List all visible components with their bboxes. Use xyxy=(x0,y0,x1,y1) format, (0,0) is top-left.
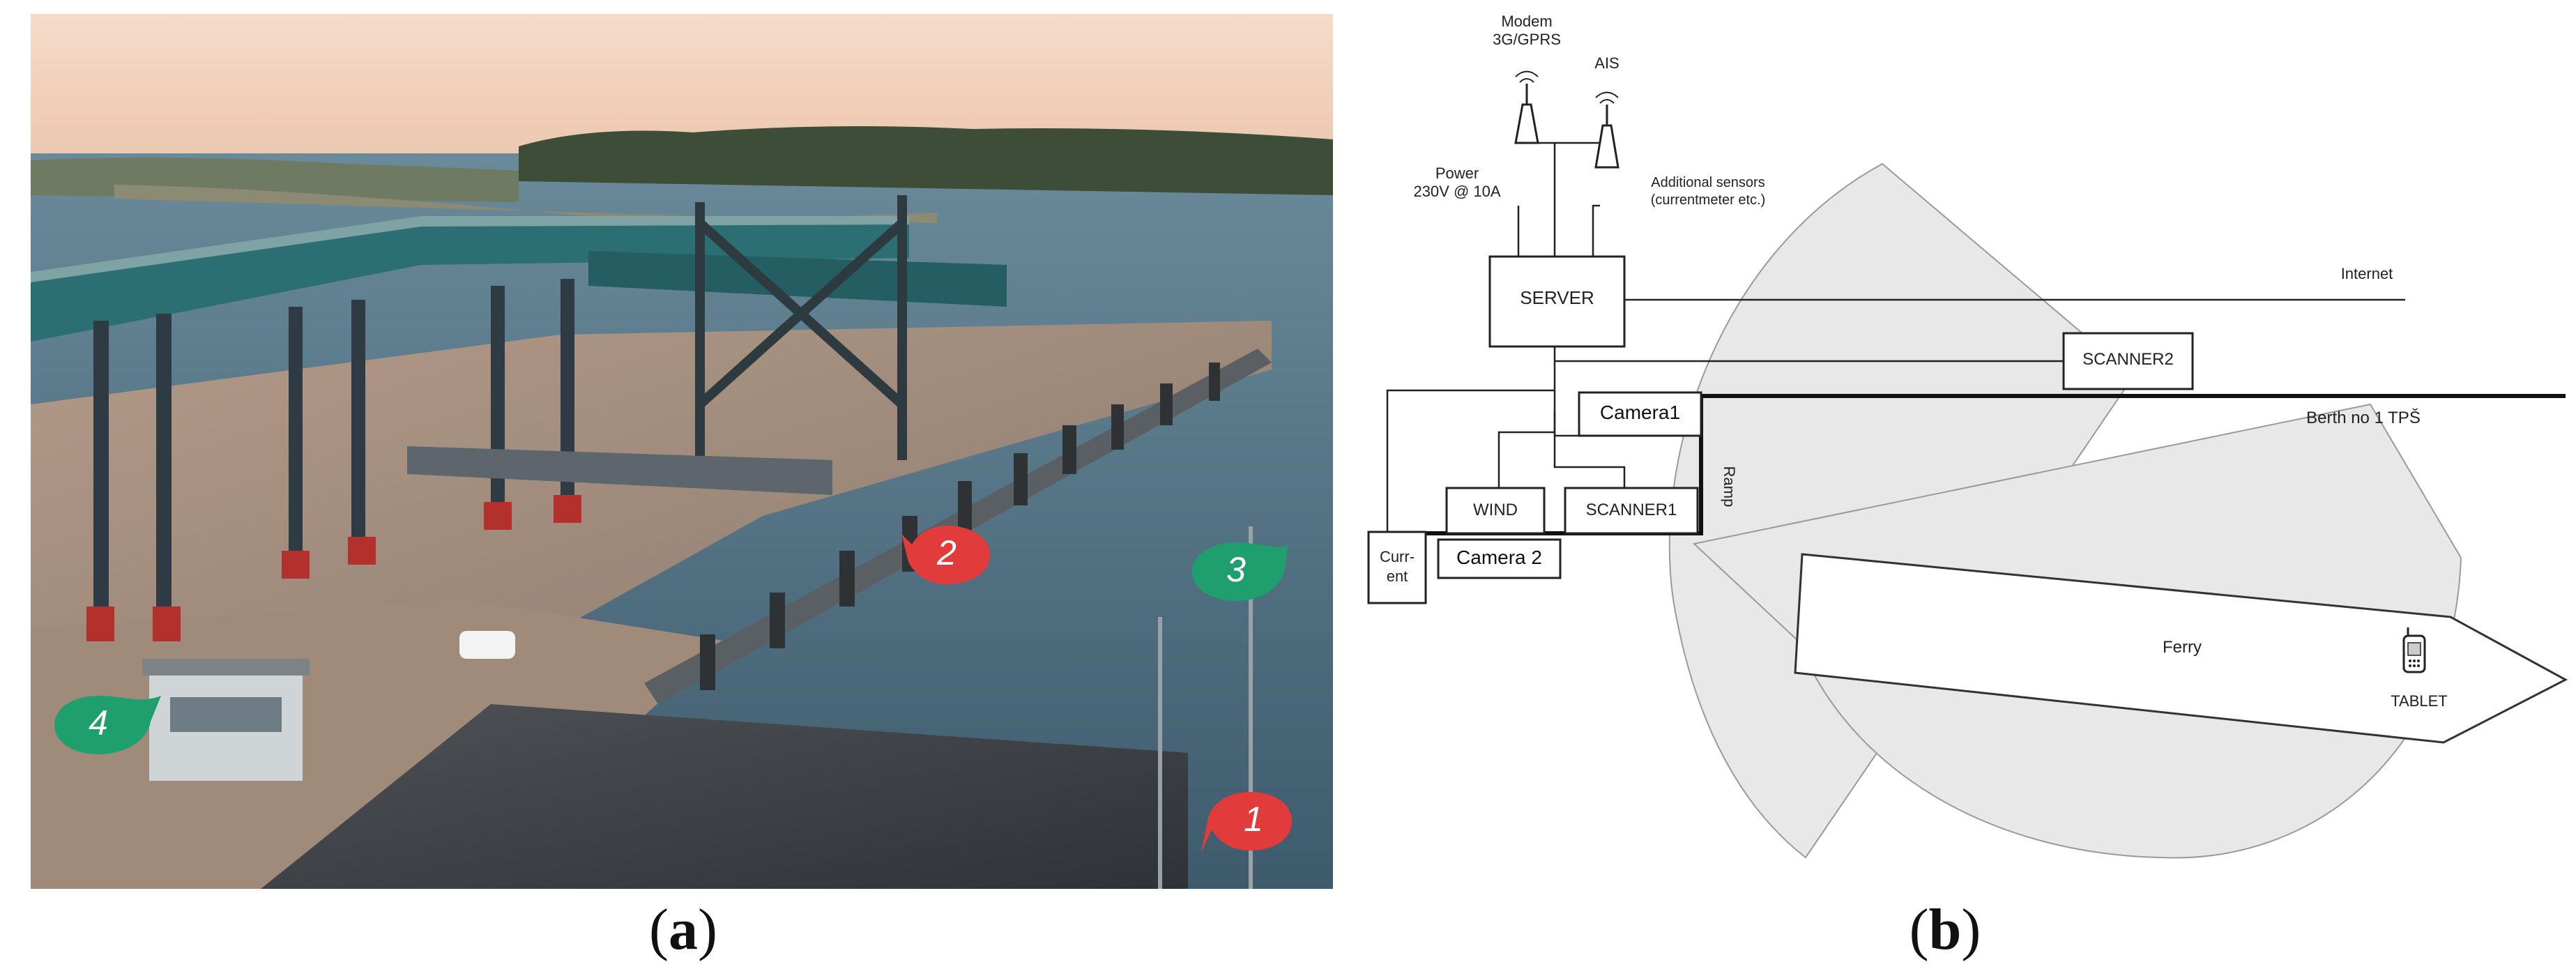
ferry-hull xyxy=(1794,553,2568,744)
ais-label: AIS xyxy=(1594,54,1619,72)
power-label: Power 230V @ 10A xyxy=(1380,165,1534,201)
ais-antenna-icon xyxy=(1594,91,1619,169)
steel-tower xyxy=(695,195,907,460)
current-label-line1: Curr- xyxy=(1379,548,1415,565)
tablet-icon xyxy=(2402,627,2426,673)
walkway xyxy=(31,223,909,342)
server-box xyxy=(1488,255,1626,348)
current-label: Curr- ent xyxy=(1369,547,1426,586)
wind-box xyxy=(1445,487,1546,535)
marker-4: 4 xyxy=(46,690,168,760)
power-label-line2: 230V @ 10A xyxy=(1413,183,1501,200)
marker-4-shape xyxy=(54,696,161,754)
caption-a-letter: a xyxy=(669,897,698,962)
car xyxy=(459,631,515,659)
walkway-roof xyxy=(31,216,909,282)
power-label-line1: Power xyxy=(1435,165,1479,182)
modem-label: Modem 3G/GPRS xyxy=(1471,13,1583,49)
sensors-label-line1: Additional sensors xyxy=(1651,175,1765,190)
camera1-label: Camera1 xyxy=(1599,402,1681,423)
ramp xyxy=(407,446,832,495)
tablet-label: TABLET xyxy=(2391,692,2448,710)
sensors-label: Additional sensors (currentmeter etc.) xyxy=(1624,174,1792,209)
marker-1-label: 1 xyxy=(1244,800,1263,839)
current-label-line2: ent xyxy=(1386,567,1408,585)
server-label: SERVER xyxy=(1520,287,1594,308)
ferry-terminal-photo xyxy=(31,14,1333,889)
berth-label: Berth no 1 TPŠ xyxy=(2306,409,2421,427)
scanner1-label: SCANNER1 xyxy=(1585,501,1677,519)
caption-b-letter: b xyxy=(1928,897,1962,962)
current-box xyxy=(1367,531,1427,604)
marker-1-shape xyxy=(1201,792,1292,853)
caption-a: (a) xyxy=(649,897,717,962)
scanner2-box xyxy=(2062,332,2194,390)
marker-3: 3 xyxy=(1184,537,1299,607)
tree-line xyxy=(519,126,1333,195)
internet-label: Internet xyxy=(2340,265,2393,282)
modem-label-line1: Modem xyxy=(1501,13,1553,30)
scanner1-box xyxy=(1564,487,1699,535)
caption-b: (b) xyxy=(1909,897,1981,962)
camera1-box xyxy=(1578,391,1702,437)
scanner2-label: SCANNER2 xyxy=(2082,350,2174,369)
marker-1: 1 xyxy=(1198,786,1302,856)
connection-lines xyxy=(1386,142,2405,532)
marker-2: 2 xyxy=(898,520,1003,590)
camera2-label: Camera 2 xyxy=(1456,547,1542,568)
sand-spit xyxy=(114,185,937,223)
wind-label: WIND xyxy=(1473,501,1518,519)
marker-2-label: 2 xyxy=(937,533,957,572)
marker-2-shape xyxy=(901,526,990,584)
ticket-booth xyxy=(142,659,310,781)
marker-4-label: 4 xyxy=(89,703,108,742)
camera2-box xyxy=(1437,538,1562,579)
modem-antenna-icon xyxy=(1514,70,1539,144)
terminal-roof xyxy=(261,704,1188,889)
marker-3-label: 3 xyxy=(1226,550,1246,589)
red-bollards xyxy=(86,495,581,641)
ferry-label: Ferry xyxy=(2163,638,2202,657)
fenders xyxy=(700,363,1220,690)
sensors-label-line2: (currentmeter etc.) xyxy=(1650,192,1766,208)
marker-3-shape xyxy=(1192,542,1288,601)
modem-label-line2: 3G/GPRS xyxy=(1493,31,1561,48)
ramp-label: Ramp xyxy=(1721,466,1738,508)
